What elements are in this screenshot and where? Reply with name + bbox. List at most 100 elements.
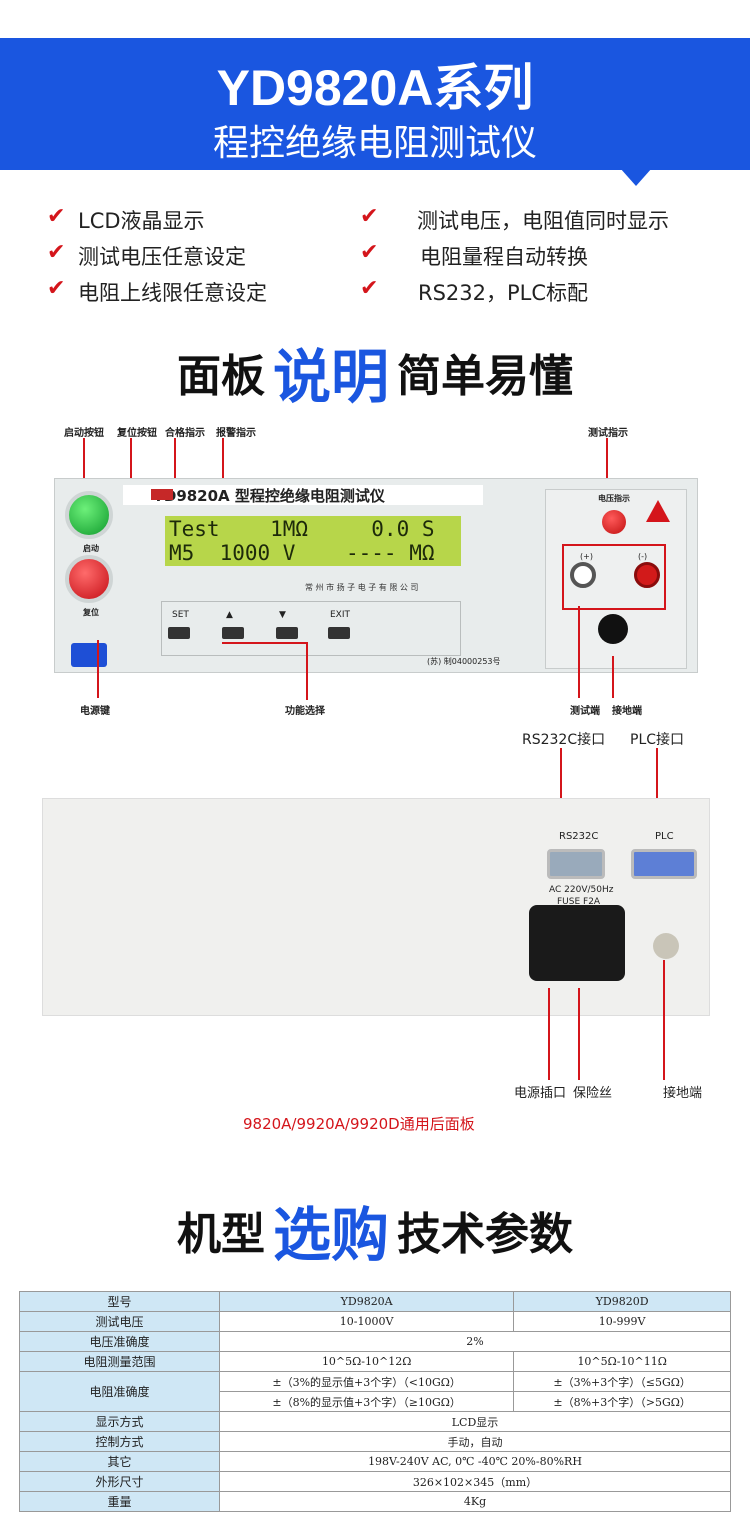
rear-panel: RS232C PLC AC 220V/50Hz FUSE F2A	[42, 798, 710, 1016]
table-cell: ±（3%的显示值+3个字）（<10GΩ）	[218, 1371, 515, 1392]
pointer-line	[548, 988, 550, 1080]
table-row: 控制方式 手动，自动	[19, 1431, 731, 1452]
pointer-line	[578, 988, 580, 1080]
table-cell: 重量	[19, 1491, 220, 1512]
table-cell: 控制方式	[19, 1431, 220, 1452]
manufacturer: 常 州 市 扬 子 电 子 有 限 公 司	[305, 583, 419, 592]
reset-button[interactable]	[65, 555, 113, 603]
table-cell: LCD显示	[219, 1411, 731, 1432]
up-key[interactable]	[222, 627, 244, 639]
function-keypad: SET ▲ ▼ EXIT	[161, 601, 461, 656]
negative-terminal[interactable]	[634, 562, 660, 588]
label-start-button: 启动按钮	[64, 428, 104, 439]
heading-part: 技术参数	[397, 1209, 573, 1260]
section-heading-panel: 面板说明简单易懂	[0, 330, 750, 414]
table-cell: 2%	[219, 1331, 731, 1352]
label-power-key: 电源键	[80, 706, 110, 717]
power-socket[interactable]	[529, 905, 625, 981]
table-row: 电阻准确度 ±（3%的显示值+3个字）（<10GΩ） ±（3%+3个字）（≤5G…	[19, 1371, 731, 1412]
pointer-line	[663, 960, 665, 1080]
banner-notch	[620, 168, 652, 186]
check-icon: ✔	[360, 204, 379, 229]
test-terminal-frame	[562, 544, 666, 610]
pointer-line	[612, 656, 614, 698]
table-cell: 显示方式	[19, 1411, 220, 1432]
heading-highlight: 说明	[272, 343, 389, 411]
label-function-select: 功能选择	[285, 706, 325, 717]
table-cell: 电压准确度	[19, 1331, 220, 1352]
fuse-spec: FUSE F2A	[557, 897, 601, 907]
table-cell: YD9820D	[513, 1291, 731, 1312]
label-alarm-indicator: 报警指示	[216, 428, 256, 439]
start-label: 启动	[83, 544, 99, 553]
plc-port[interactable]	[631, 849, 697, 879]
lcd-line-2: M5 1000 V ---- MΩ	[169, 541, 435, 565]
feature-item: RS232，PLC标配	[418, 281, 589, 305]
start-button[interactable]	[65, 491, 113, 539]
table-row: 电压准确度 2%	[19, 1331, 731, 1352]
check-icon: ✔	[47, 204, 66, 229]
certification: (苏) 制04000253号	[427, 657, 501, 666]
label-power-socket: 电源插口	[514, 1086, 567, 1101]
ground-post[interactable]	[653, 933, 679, 959]
product-title: YD9820A系列	[216, 60, 534, 116]
table-cell: ±（8%的显示值+3个字）（≥10GΩ）	[218, 1391, 515, 1412]
positive-terminal[interactable]	[570, 562, 596, 588]
rs232-port-label: RS232C	[559, 831, 599, 842]
ground-terminal[interactable]	[598, 614, 628, 644]
table-cell: 326×102×345（mm）	[219, 1471, 731, 1492]
power-key[interactable]	[71, 643, 107, 667]
heading-highlight: 选购	[272, 1201, 389, 1269]
voltage-indicator-lamp	[602, 510, 626, 534]
heading-part: 面板	[176, 351, 265, 402]
key-label: EXIT	[330, 610, 351, 620]
table-cell: 10-999V	[513, 1311, 731, 1332]
rs232-port[interactable]	[547, 849, 605, 879]
table-cell: YD9820A	[218, 1291, 515, 1312]
table-cell: 电阻测量范围	[19, 1351, 220, 1372]
product-subtitle: 程控绝缘电阻测试仪	[212, 123, 537, 164]
set-key[interactable]	[168, 627, 190, 639]
table-row: 重量 4Kg	[19, 1491, 731, 1512]
heading-part: 机型	[176, 1209, 265, 1260]
table-cell: 测试电压	[19, 1311, 220, 1332]
exit-key[interactable]	[328, 627, 350, 639]
table-row: 测试电压 10-1000V 10-999V	[19, 1311, 731, 1332]
label-plc: PLC接口	[630, 732, 685, 748]
down-key[interactable]	[276, 627, 298, 639]
brand-logo-icon	[151, 489, 173, 500]
table-row: 其它 198V-240V AC, 0℃ -40℃ 20%-80%RH	[19, 1451, 731, 1472]
feature-item: 电阻上线限任意设定	[78, 281, 267, 305]
table-row: ±（8%的显示值+3个字）（≥10GΩ） ±（8%+3个字）（>5GΩ）	[20, 1391, 731, 1412]
label-ground-port: 接地端	[612, 706, 642, 717]
table-cell: 型号	[19, 1291, 220, 1312]
table-cell: 10^5Ω-10^12Ω	[218, 1351, 515, 1372]
pointer-line	[560, 748, 562, 838]
table-cell: ±（8%+3个字）（>5GΩ）	[513, 1391, 731, 1412]
key-label: SET	[172, 610, 189, 620]
pointer-line	[97, 640, 99, 698]
table-cell: 10^5Ω-10^11Ω	[513, 1351, 731, 1372]
voltage-indicator-label: 电压指示	[598, 494, 630, 503]
power-spec: AC 220V/50Hz	[549, 885, 614, 895]
table-cell: 198V-240V AC, 0℃ -40℃ 20%-80%RH	[219, 1451, 731, 1472]
pointer-line	[222, 642, 308, 644]
key-label: ▼	[279, 610, 286, 620]
key-label: ▲	[226, 610, 233, 620]
pointer-line	[656, 748, 658, 840]
feature-item: LCD液晶显示	[78, 209, 205, 233]
minus-label: (-)	[638, 552, 648, 561]
label-fuse: 保险丝	[573, 1086, 613, 1101]
section-heading-specs: 机型选购技术参数	[0, 1188, 750, 1272]
table-row: 电阻测量范围 10^5Ω-10^12Ω 10^5Ω-10^11Ω	[19, 1351, 731, 1372]
table-row: 外形尺寸 326×102×345（mm）	[19, 1471, 731, 1492]
table-cell: ±（3%+3个字）（≤5GΩ）	[513, 1371, 731, 1392]
label-pass-indicator: 合格指示	[165, 428, 205, 439]
reset-label: 复位	[83, 608, 99, 617]
table-cell: 4Kg	[219, 1491, 731, 1512]
check-icon: ✔	[360, 240, 379, 265]
feature-item: 电阻量程自动转换	[420, 245, 588, 269]
spec-table: 型号 YD9820A YD9820D 测试电压 10-1000V 10-999V…	[19, 1291, 731, 1512]
rear-panel-caption: 9820A/9920A/9920D通用后面板	[243, 1115, 475, 1133]
